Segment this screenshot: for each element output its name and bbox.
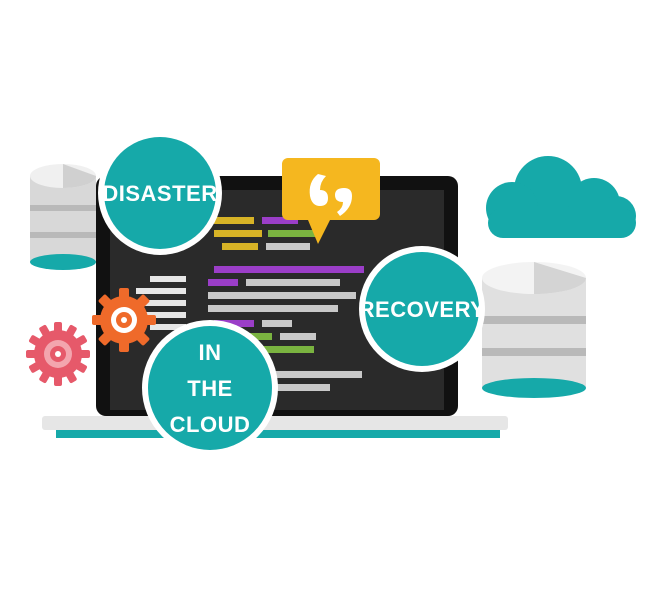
laptop-base-shadow bbox=[56, 430, 500, 438]
database-icon bbox=[482, 262, 586, 398]
cloud-icon bbox=[486, 156, 636, 238]
code-lines bbox=[208, 217, 364, 391]
recovery-label: RECOVERY bbox=[359, 297, 486, 322]
gear-icon bbox=[26, 322, 90, 386]
laptop-base bbox=[42, 416, 508, 430]
gear-icon bbox=[92, 288, 156, 352]
disaster-bubble: DISASTER bbox=[98, 131, 222, 255]
recovery-bubble: RECOVERY bbox=[359, 246, 486, 372]
in-the-cloud-bubble: IN THE CLOUD bbox=[142, 320, 278, 456]
quote-speech-bubble-icon bbox=[282, 158, 380, 244]
cloud-label: CLOUD bbox=[170, 412, 251, 437]
the-label: THE bbox=[187, 376, 233, 401]
doc-panel bbox=[130, 276, 186, 330]
in-label: IN bbox=[199, 340, 222, 365]
database-icon bbox=[30, 164, 96, 270]
disaster-label: DISASTER bbox=[102, 181, 217, 206]
